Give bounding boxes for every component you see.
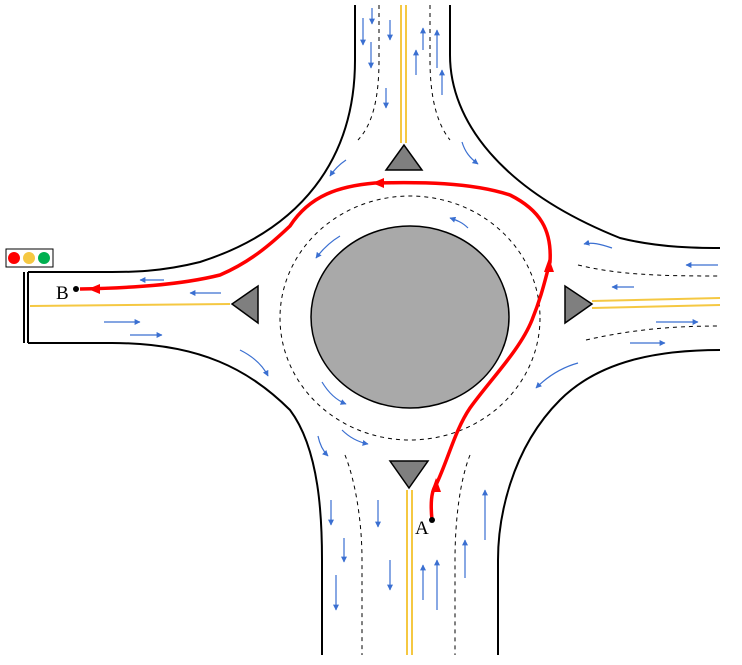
traffic-light-yellow <box>23 252 35 264</box>
arrow-icon <box>341 429 369 446</box>
lane-dividers <box>344 5 721 655</box>
edge-top-right <box>449 5 721 249</box>
splitter-right <box>564 284 594 325</box>
splitter-bottom <box>388 460 430 490</box>
route-arrowhead <box>431 478 441 492</box>
edge-top-left <box>28 5 356 273</box>
arrow-icon <box>583 239 613 249</box>
arrow-icon <box>317 435 329 457</box>
arrow-icon <box>321 381 347 405</box>
center-line-left <box>29 303 231 307</box>
edge-bottom-right <box>497 349 721 655</box>
arrow-icon <box>329 159 347 177</box>
arrow-icon <box>535 362 579 389</box>
arrow-icon <box>461 141 479 165</box>
splitter-islands <box>230 143 594 490</box>
traffic-light-icon <box>5 248 54 268</box>
circulatory-lane-line <box>279 195 541 441</box>
arrow-icon <box>449 216 469 229</box>
divider-top-left <box>357 5 380 141</box>
central-island <box>310 225 510 409</box>
divider-right-lower <box>585 325 721 341</box>
route-arrowhead <box>88 284 100 294</box>
divider-bottom-left <box>344 454 363 655</box>
edge-bottom-left <box>28 342 323 655</box>
route-path <box>79 180 552 521</box>
divider-right-upper <box>577 264 721 277</box>
splitter-top <box>384 143 424 171</box>
road-edges <box>23 5 721 655</box>
traffic-light-red <box>8 252 20 264</box>
center-line-right-a <box>591 297 721 302</box>
point-a-marker <box>429 517 435 523</box>
center-line-right-b <box>591 304 721 309</box>
arrow-icon <box>315 235 341 259</box>
center-lines <box>29 5 721 655</box>
point-b-label: B <box>56 283 69 304</box>
divider-top-right <box>429 5 451 141</box>
traffic-light-green <box>38 252 50 264</box>
flow-arrows <box>104 8 718 611</box>
splitter-left <box>230 284 259 325</box>
point-b-marker <box>73 286 79 292</box>
divider-bottom-right <box>454 454 471 655</box>
point-a-label: A <box>415 518 429 539</box>
arrow-icon <box>239 349 269 377</box>
route-arrowhead <box>372 178 384 188</box>
route-arrows <box>88 178 554 492</box>
route-arrowhead <box>544 258 554 272</box>
